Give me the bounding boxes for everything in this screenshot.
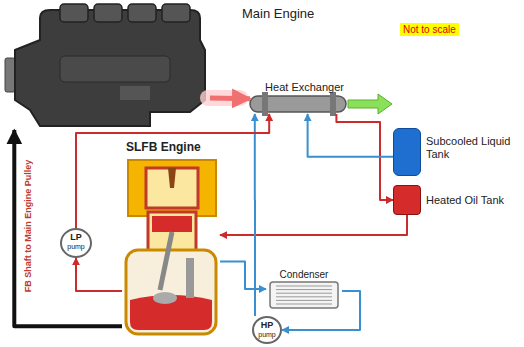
node-label: LP	[62, 230, 90, 243]
condenser: Condenser	[266, 268, 342, 310]
node-label: Heat Exchanger	[250, 80, 346, 94]
condenser-body	[270, 282, 338, 308]
flange	[262, 92, 268, 116]
connecting-rod	[160, 232, 172, 290]
lp-pump: LPpump	[60, 228, 92, 258]
flow-line	[308, 114, 393, 157]
crank	[153, 292, 177, 304]
node-label: HP	[254, 318, 280, 331]
node-label: Subcooled Liquid Tank	[426, 135, 518, 161]
manifold	[60, 56, 170, 82]
engine-detail	[120, 86, 150, 100]
slfb-engine: SLFB Engine	[122, 140, 220, 336]
flow-line	[254, 114, 256, 316]
exhaust-out-arrow	[348, 94, 392, 114]
engine-block	[15, 10, 205, 126]
edge-label: FB Shaft to Main Engine Pulley	[22, 140, 34, 312]
pulley	[5, 58, 15, 92]
node-label: Condenser	[266, 268, 342, 281]
node-label: Main Engine	[242, 6, 314, 21]
cylinder-covers	[60, 4, 190, 22]
heated-oil-tank: Heated Oil Tank	[393, 185, 421, 215]
injector	[168, 168, 176, 188]
flow-line	[76, 114, 269, 228]
flow-line	[76, 258, 122, 291]
flow-line	[210, 96, 250, 102]
hp-pump: HPpump	[252, 316, 282, 344]
flow-line	[220, 262, 266, 290]
cylinder-head	[128, 160, 216, 216]
note-label: Not to scale	[400, 23, 459, 36]
subcooled-tank: Subcooled Liquid Tank	[393, 128, 421, 176]
node-label: pump	[254, 331, 280, 339]
node-label: pump	[62, 243, 90, 251]
main-engine: Main Engine	[4, 2, 210, 130]
node-label: Heated Oil Tank	[426, 194, 504, 206]
flow-line	[220, 215, 407, 235]
piston	[152, 216, 192, 232]
node-label: SLFB Engine	[122, 140, 220, 155]
cylinder	[146, 168, 198, 208]
condenser-coil	[276, 286, 332, 304]
crankcase	[126, 250, 216, 334]
heat-exchanger: Heat Exchanger	[250, 80, 346, 114]
flow-line	[14, 130, 122, 326]
rod	[186, 258, 194, 298]
flow-line	[282, 291, 360, 330]
flange	[330, 92, 336, 116]
